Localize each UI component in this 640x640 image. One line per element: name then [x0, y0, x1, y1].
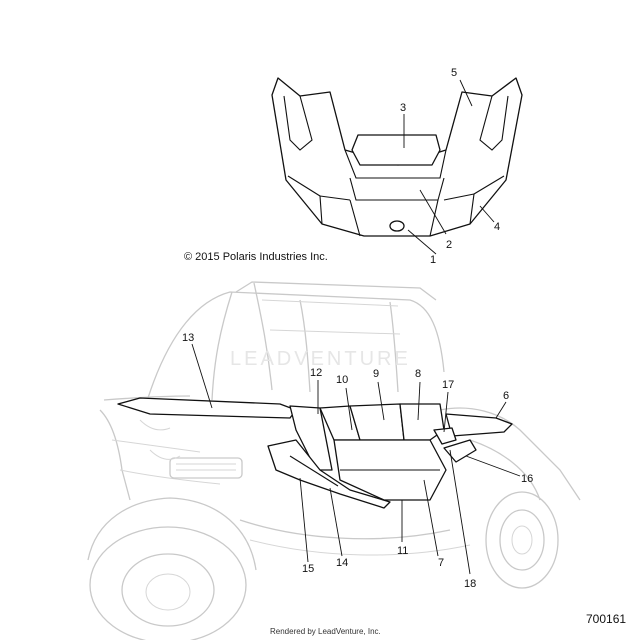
callout-8: 8: [415, 368, 421, 380]
callout-7: 7: [438, 557, 444, 569]
rendered-by-credit: Rendered by LeadVenture, Inc.: [270, 627, 381, 636]
callout-1: 1: [430, 254, 436, 266]
callout-16: 16: [521, 473, 533, 485]
callout-6: 6: [503, 390, 509, 402]
reference-number: 700161: [586, 612, 627, 626]
watermark-text: LEADVENTURE: [230, 348, 411, 370]
callout-5: 5: [451, 67, 457, 79]
callout-9: 9: [373, 368, 379, 380]
callout-14: 14: [336, 557, 348, 569]
callout-15: 15: [302, 563, 314, 575]
vehicle-ghost-outline: [87, 281, 581, 640]
callout-10: 10: [336, 374, 348, 386]
callout-18: 18: [464, 578, 476, 590]
callout-11: 11: [397, 545, 408, 557]
callout-2: 2: [446, 239, 452, 251]
callout-13: 13: [182, 332, 194, 344]
callout-3: 3: [400, 102, 406, 114]
leader-lines: [191, 79, 521, 575]
callout-labels: 1 2 3 4 5 6 7 8 9 10 11 12 13 14 15 16 1…: [182, 67, 533, 590]
side-decals: [117, 397, 513, 509]
copyright-notice: © 2015 Polaris Industries Inc.: [184, 251, 328, 263]
callout-4: 4: [494, 221, 500, 233]
hood-assembly: [271, 77, 523, 237]
callout-17: 17: [442, 379, 454, 391]
callout-12: 12: [310, 367, 322, 379]
